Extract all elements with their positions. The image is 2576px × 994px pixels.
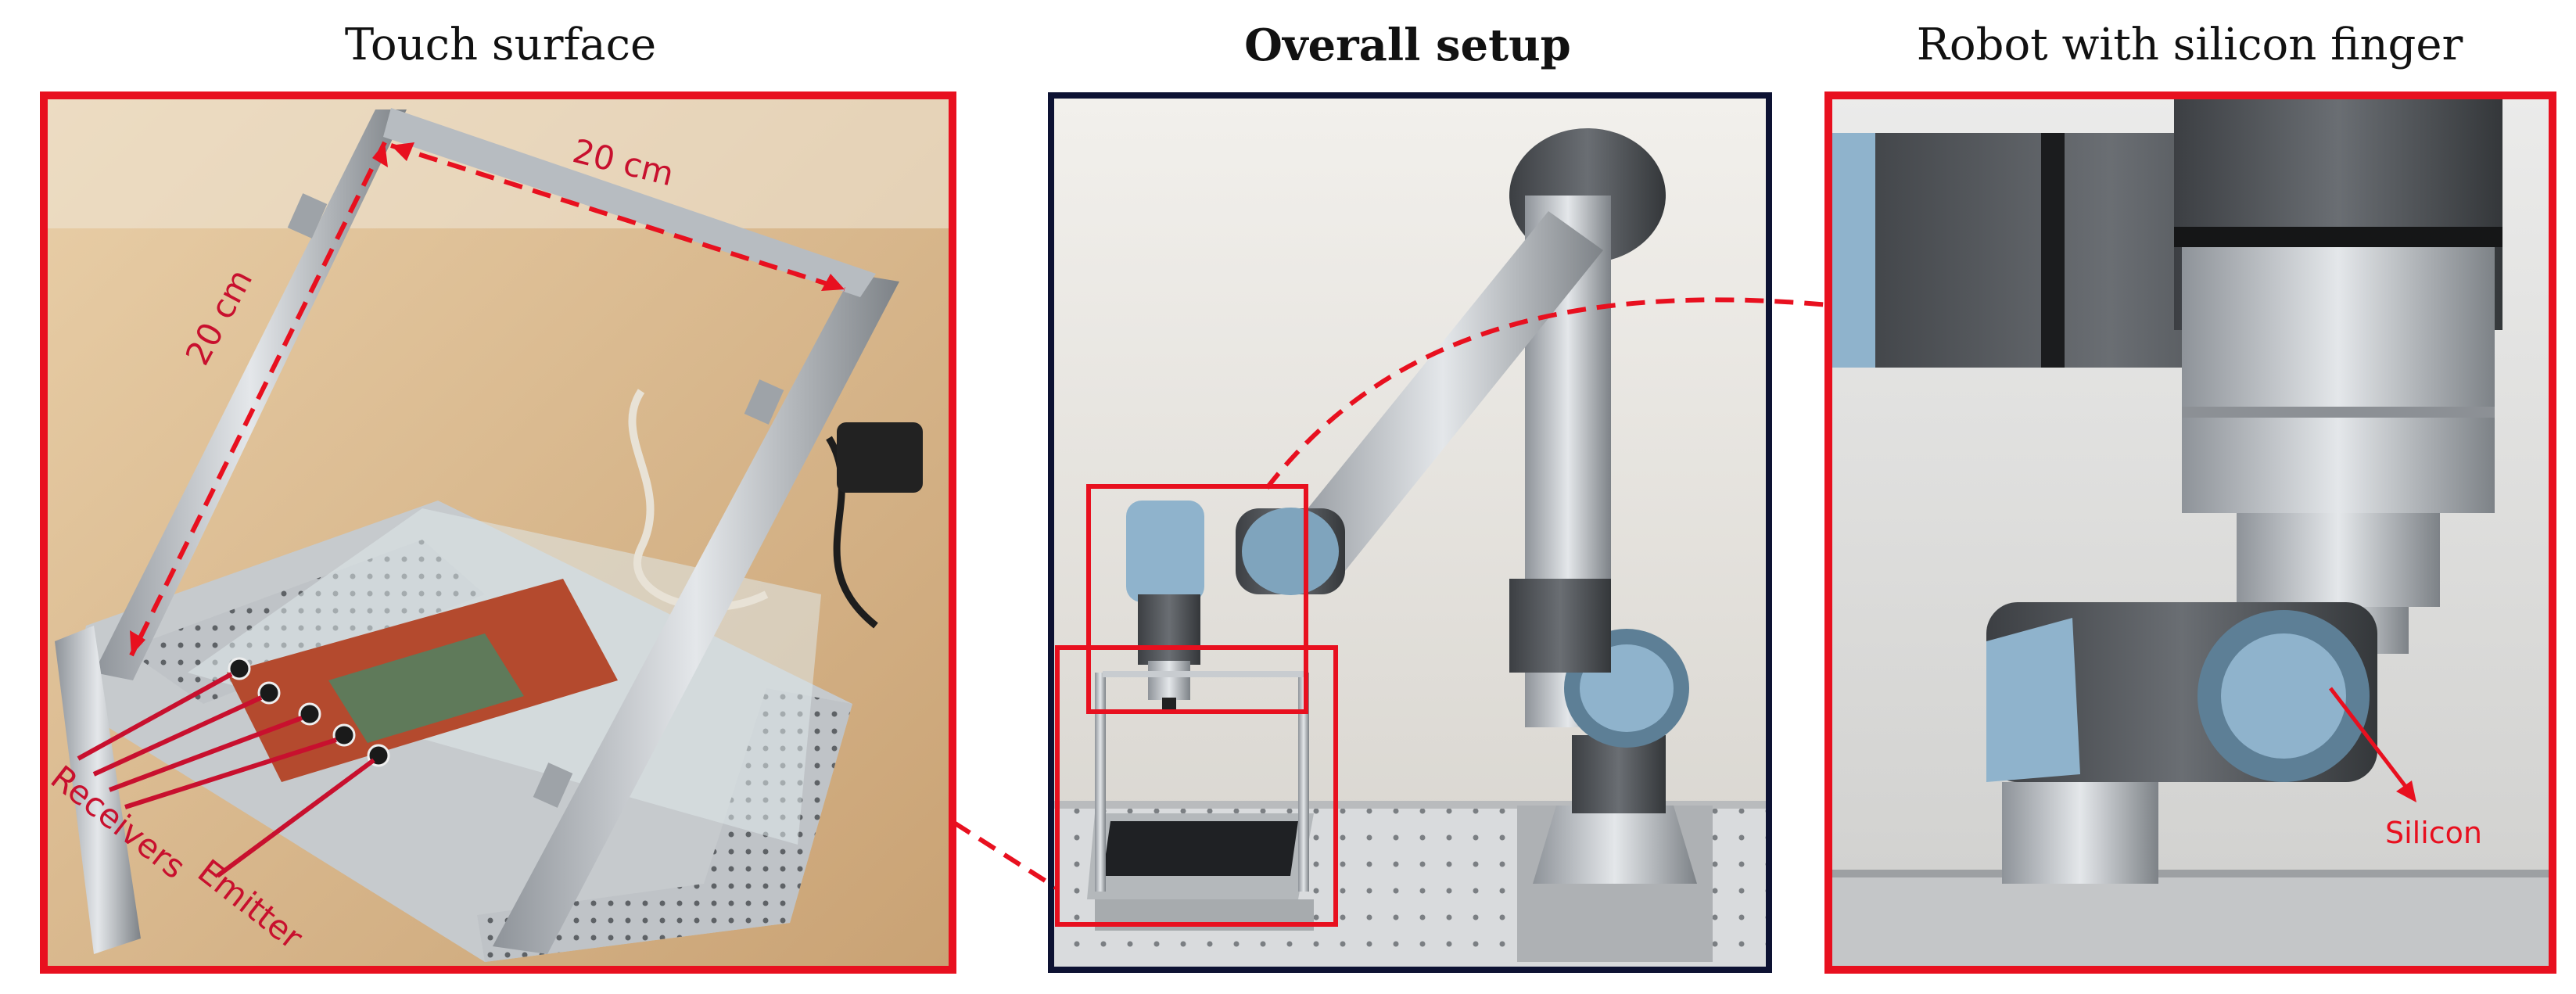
overall-setup-frame [1048,92,1772,973]
emitter-pointer-line [216,758,375,878]
touch-surface-frame [40,92,956,974]
connector-touch-surface [953,820,1059,891]
receivers-pointer-lines [77,672,337,809]
robot-finger-highlight-box [1086,484,1308,714]
panel-title-overall-setup: Overall setup [1244,20,1571,71]
connector-robot-finger [1265,297,1829,490]
panel-title-touch-surface: Touch surface [344,20,657,70]
touch-surface-photo [44,95,953,970]
overall-setup-photo [1051,95,1769,970]
panel-title-robot-finger: Robot with silicon finger [1916,20,2463,70]
touch-surface-highlight-box [1055,645,1338,927]
silicon-label: Silicon [2385,816,2482,850]
silicon-annotation: Silicon [2329,687,2482,850]
robot-finger-photo [1828,95,2553,970]
robot-finger-frame [1824,92,2556,974]
